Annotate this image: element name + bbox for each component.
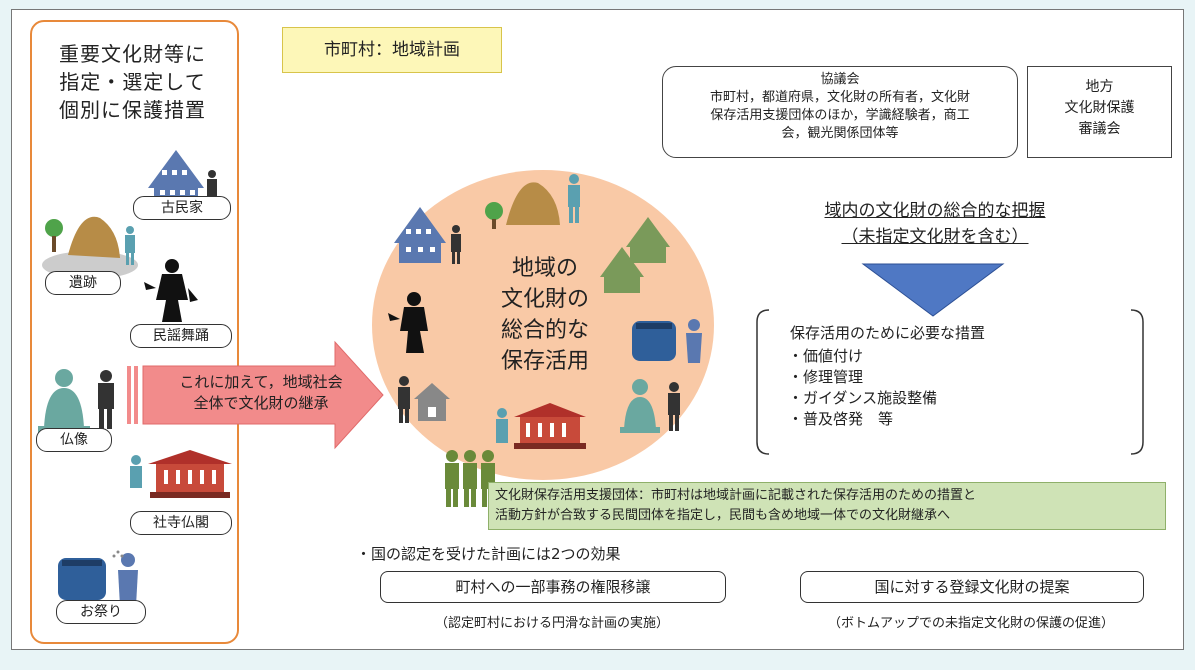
farmhouse-icon [600,247,644,293]
effects-intro: ・国の認定を受けた計画には2つの効果 [356,545,621,563]
temple-icon [496,403,586,449]
measures-brackets [756,309,1144,455]
circle-line: 総合的な [500,318,589,343]
support-group-line: 活動方針が合致する民間団体を指定し，民間も含め地域一体での文化財継承へ [495,508,951,523]
effect-note-registration-proposal: （ボトムアップでの未指定文化財の保護の促進） [827,616,1114,631]
individual-protection-panel [30,20,239,644]
measures-list: ・価値付け ・修理管理 ・ガイダンス施設整備 ・普及啓発 等 [788,346,937,430]
council-box: 協議会 市町村，都道府県，文化財の所有者，文化財 保存活用支援団体のほか，学識経… [662,66,1018,158]
council-line: 保存活用支援団体のほか，学識経験者，商工 [710,108,970,123]
support-group-people-icon [445,450,495,507]
title-line: 指定・選定して [59,70,206,94]
regional-line: 文化財保護 [1064,100,1135,116]
temple-icon [130,450,232,498]
buddha-icon [38,369,114,434]
circle-line: 地域の [511,256,578,281]
old-house-icon [394,207,461,264]
ruins-icon [485,174,580,229]
measures-title: 保存活用のために必要な措置 [790,324,986,342]
title-line: 個別に保護措置 [59,98,206,122]
item-label-ruins: 遺跡 [45,271,121,295]
individual-protection-title: 重要文化財等に 指定・選定して 個別に保護措置 [40,40,225,124]
down-arrow [861,263,1005,317]
regional-line: 審議会 [1078,121,1121,137]
council-line: 会，観光関係団体等 [781,126,899,141]
measure-item: ・修理管理 [788,368,864,386]
buddha-icon [620,379,680,433]
effect-box-authority-transfer: 町村への一部事務の権限移譲 [380,571,726,603]
item-label-festival: お祭り [56,600,146,624]
festival-drum-icon [58,550,138,606]
council-title: 協議会 [820,72,860,87]
support-group-line: 文化財保存活用支援団体：市町村は地域計画に記載された保存活用のための措置と [495,488,977,503]
item-label-temple: 社寺仏閣 [130,511,232,535]
effect-box-registration-proposal: 国に対する登録文化財の提案 [800,571,1144,603]
circle-icons [388,174,702,449]
grasp-line: （未指定文化財を含む） [841,227,1029,247]
circle-line: 文化財の [500,287,589,312]
festival-drum-icon [632,319,702,363]
regional-council-box: 地方 文化財保護 審議会 [1027,66,1172,158]
arrow-line: これに加えて，地域社会 [179,373,343,391]
comprehensive-grasp-text: 域内の文化財の総合的な把握 （未指定文化財を含む） [765,198,1105,250]
house-with-person-icon [398,376,450,423]
inheritance-arrow-text: これに加えて，地域社会 全体で文化財の継承 [146,372,376,414]
regional-line: 地方 [1085,79,1114,95]
effect-note-authority-transfer: （認定町村における円滑な計画の実施） [434,616,669,631]
item-label-buddha: 仏像 [36,428,112,452]
grasp-line: 域内の文化財の総合的な把握 [824,201,1046,221]
inheritance-arrow [127,340,384,450]
circle-line: 保存活用 [500,349,589,374]
dancer-icon [388,292,428,353]
arrow-line: 全体で文化財の継承 [193,394,329,412]
measure-item: ・普及啓発 等 [788,410,894,428]
measure-item: ・ガイダンス施設整備 [788,389,938,407]
municipal-plan-label: 市町村：地域計画 [282,27,502,73]
support-group-box: 文化財保存活用支援団体：市町村は地域計画に記載された保存活用のための措置と 活動… [488,482,1166,530]
circle-center-text: 地域の 文化財の 総合的な 保存活用 [470,253,620,377]
title-line: 重要文化財等に [59,42,206,66]
council-line: 市町村，都道府県，文化財の所有者，文化財 [709,90,970,105]
farmhouse-icon [626,217,670,263]
item-label-folk-dance: 民謡舞踊 [130,324,232,348]
left-icons [38,150,232,606]
ruins-icon [42,216,138,279]
item-label-old-house: 古民家 [133,196,231,220]
dancer-icon [144,259,198,322]
measure-item: ・価値付け [788,347,864,365]
